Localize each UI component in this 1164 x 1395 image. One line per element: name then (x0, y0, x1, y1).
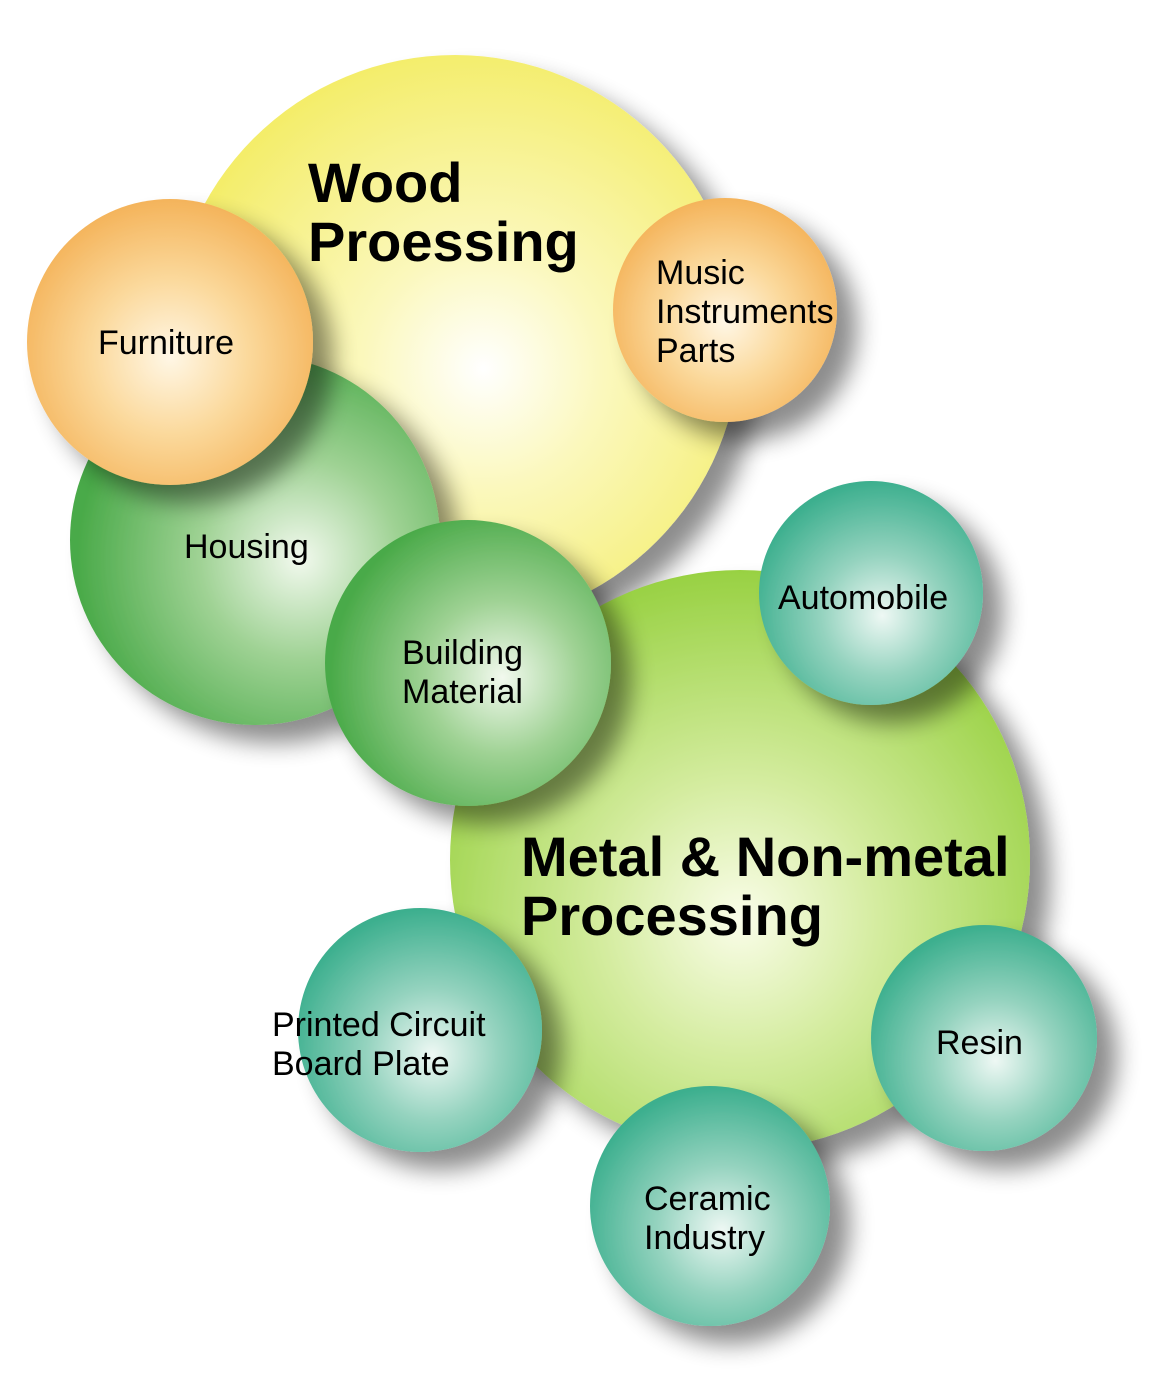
resin-label: Resin (936, 1024, 1023, 1062)
ceramic-line2: Industry (644, 1219, 765, 1257)
music-line2: Instruments (656, 293, 834, 331)
music-line1: Music (656, 254, 745, 292)
metal-title-line1: Metal & Non-metal (521, 825, 1010, 888)
building-material-bubble (325, 520, 611, 806)
resin-text: Resin (936, 1024, 1023, 1062)
pcb-line1: Printed Circuit (272, 1006, 486, 1044)
building-line1: Building (402, 634, 523, 672)
building-material-label: Building Material (402, 634, 532, 711)
pcb-plate-bubble (298, 908, 542, 1152)
wood-title-line1: Wood (308, 151, 462, 214)
housing-text: Housing (184, 528, 309, 566)
housing-label: Housing (184, 528, 309, 566)
automobile-bubble (759, 481, 983, 705)
pcb-plate-label: Printed Circuit Board Plate (272, 1006, 495, 1083)
wood-title-line2: Proessing (308, 210, 579, 273)
ceramic-industry-label: Ceramic Industry (644, 1180, 780, 1257)
ceramic-line1: Ceramic (644, 1180, 771, 1218)
music-line3: Parts (656, 332, 735, 370)
metal-processing-title: Metal & Non-metal Processing (521, 825, 1025, 947)
music-instruments-label: Music Instruments Parts (656, 254, 843, 370)
furniture-text: Furniture (98, 324, 234, 362)
pcb-line2: Board Plate (272, 1045, 450, 1083)
automobile-label: Automobile (778, 579, 948, 617)
resin-bubble (871, 925, 1097, 1151)
music-instruments-bubble (613, 198, 837, 422)
ceramic-industry-bubble (590, 1086, 830, 1326)
furniture-bubble (27, 199, 313, 485)
metal-title-line2: Processing (521, 884, 823, 947)
automobile-text: Automobile (778, 579, 948, 617)
furniture-label: Furniture (98, 324, 234, 362)
wood-processing-title: Wood Proessing (308, 151, 579, 273)
building-line2: Material (402, 673, 523, 711)
